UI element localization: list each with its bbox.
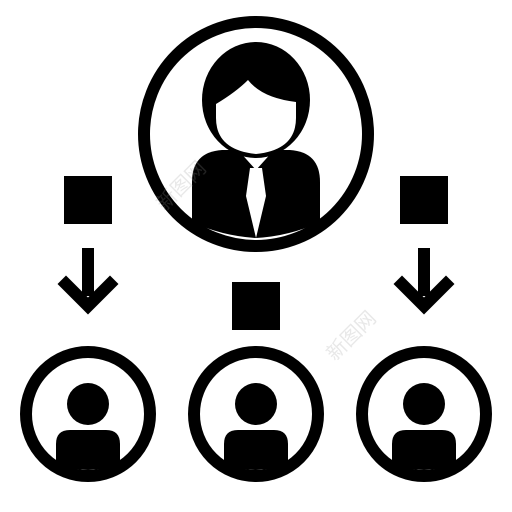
square-node-icon <box>64 176 112 224</box>
arrow-down-icon <box>393 248 455 315</box>
left-connector <box>57 176 119 315</box>
manager-avatar-icon <box>138 16 374 252</box>
employee-avatar-right <box>356 346 492 482</box>
arrow-down-icon <box>57 248 119 315</box>
right-connector <box>393 176 455 315</box>
square-node-icon <box>400 176 448 224</box>
employee-avatar-center <box>188 346 324 482</box>
employee-avatar-left <box>20 346 156 482</box>
center-square-node-icon <box>232 282 280 330</box>
